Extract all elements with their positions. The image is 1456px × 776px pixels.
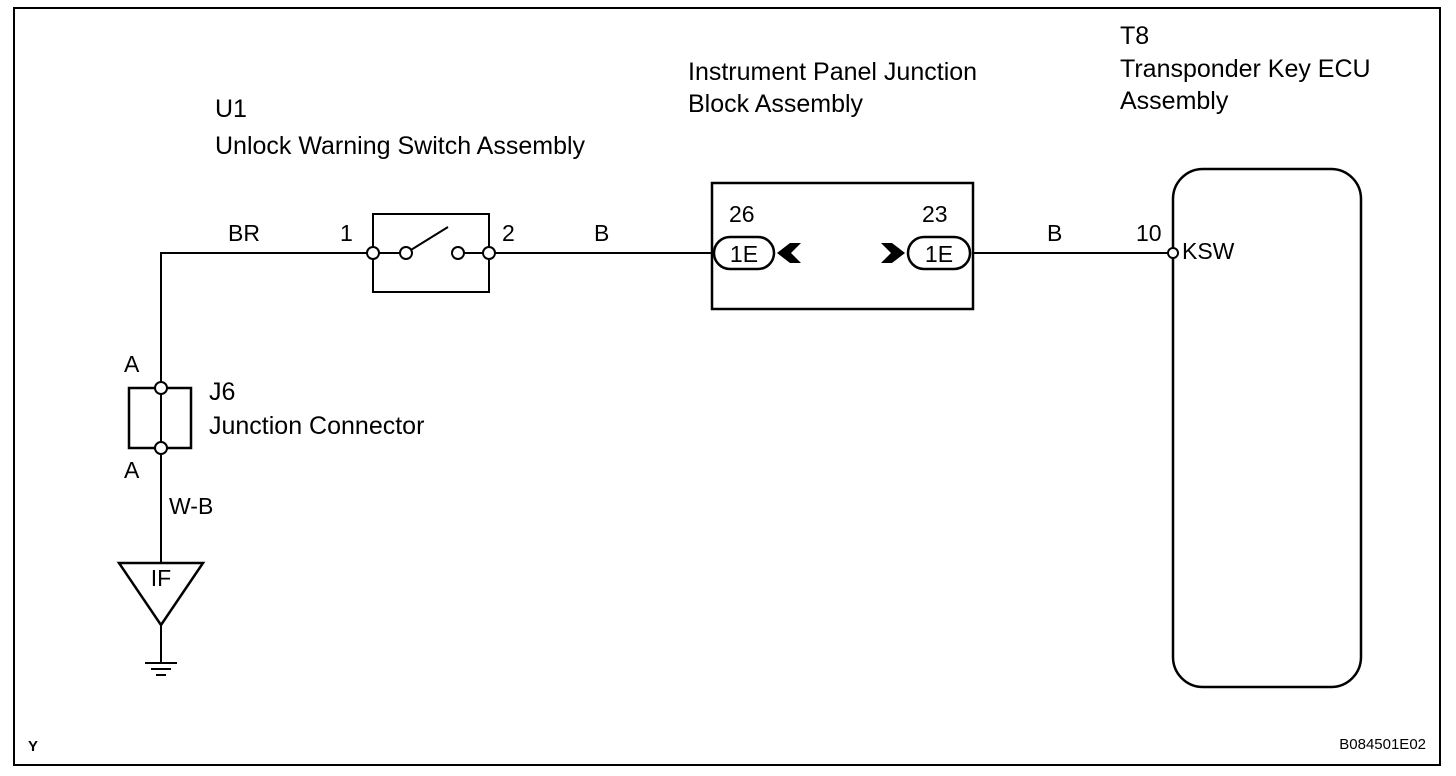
junction-connector-pin-bottom	[154, 441, 168, 455]
switch-contact-left	[399, 246, 413, 260]
ground-point-triangle	[116, 561, 206, 628]
ecu-box	[1171, 167, 1363, 689]
t8-name-line1: Transponder Key ECU	[1120, 55, 1371, 83]
figure-code: B084501E02	[1339, 736, 1426, 753]
connector-1e-right	[906, 235, 972, 271]
jb-name-line1: Instrument Panel Junction	[688, 58, 977, 86]
switch-pin-1: 1	[340, 220, 353, 246]
switch-pin-2: 2	[502, 220, 515, 246]
u1-code: U1	[215, 95, 247, 123]
jb-pin-23: 23	[922, 201, 948, 227]
connector-right-arrow-icon	[881, 243, 905, 263]
j6-name: Junction Connector	[209, 412, 424, 440]
t8-code: T8	[1120, 22, 1149, 50]
connector-left-arrow-icon	[777, 243, 801, 263]
ecu-terminal-ksw	[1167, 247, 1179, 259]
ecu-pin-10: 10	[1136, 220, 1162, 246]
switch-blade	[405, 226, 449, 254]
j6-pin-bottom: A	[124, 457, 140, 483]
jb-pin-26: 26	[729, 201, 755, 227]
wire-label-b-left: B	[594, 220, 609, 246]
jb-name-line2: Block Assembly	[688, 90, 864, 118]
diagram-frame	[13, 7, 1441, 766]
t8-name-line2: Assembly	[1120, 87, 1229, 115]
switch-terminal-1	[366, 246, 380, 260]
switch-terminal-2	[482, 246, 496, 260]
switch-contact-right	[451, 246, 465, 260]
connector-1e-left	[712, 235, 776, 271]
connector-label-right: 1E	[925, 241, 953, 267]
connector-label-left: 1E	[730, 241, 758, 267]
j6-pin-top: A	[124, 351, 140, 377]
u1-name: Unlock Warning Switch Assembly	[215, 132, 586, 160]
junction-connector-pin-top	[154, 381, 168, 395]
ecu-terminal-label: KSW	[1182, 238, 1235, 264]
frame-letter: Y	[28, 738, 38, 755]
wire-label-wb: W-B	[169, 493, 213, 519]
wire-label-b-right: B	[1047, 220, 1062, 246]
ground-point-label: IF	[151, 565, 171, 591]
j6-code: J6	[209, 378, 235, 406]
wire-label-br: BR	[228, 220, 260, 246]
